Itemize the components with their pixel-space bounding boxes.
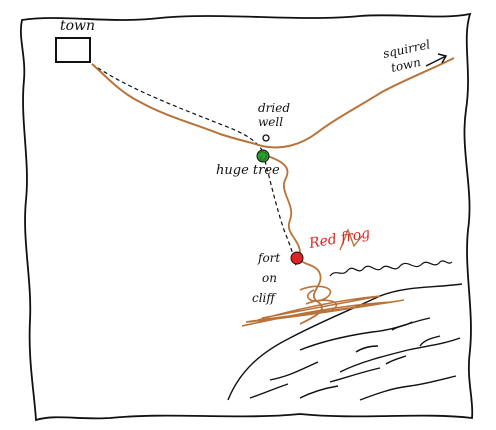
well-label-line1: dried <box>258 101 290 115</box>
road-main <box>91 57 455 149</box>
arrow-icon <box>425 53 448 67</box>
well-label-line2: well <box>258 115 283 129</box>
town-icon[interactable] <box>55 37 91 63</box>
fort-peak <box>339 228 363 251</box>
frog-dot-icon[interactable] <box>290 251 304 265</box>
fort-label-line3: cliff <box>252 291 277 305</box>
fort-label-line1: fort <box>257 251 280 265</box>
town-label: town <box>60 18 95 34</box>
cliff-area <box>227 283 463 401</box>
squirrel-town-label-line2: town <box>390 55 422 75</box>
tree-dot-scribble <box>257 151 267 161</box>
fort-label-line2: on <box>262 271 277 285</box>
dashed-trail <box>91 63 297 267</box>
fort-scribble <box>241 285 405 327</box>
well-circle-icon[interactable] <box>262 134 270 142</box>
illegible-scribble <box>329 260 453 277</box>
huge-tree-label: huge tree <box>216 163 280 178</box>
map-border <box>20 12 474 422</box>
